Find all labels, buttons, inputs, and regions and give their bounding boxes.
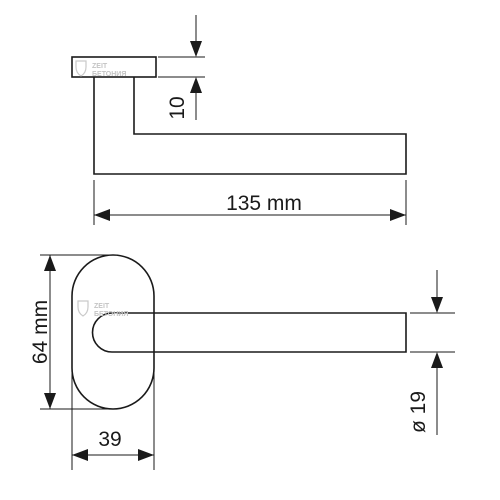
lever-front <box>91 312 407 353</box>
arrow-down-icon <box>190 41 202 57</box>
rosette-height-dimension: 64 mm <box>29 254 110 410</box>
watermark-top: ZEIT БЕТОНИЯ <box>75 60 126 78</box>
arrow-up-icon <box>431 352 443 368</box>
rosette-width-dimension: 39 <box>71 330 155 470</box>
rosette-width-label: 39 <box>98 428 121 451</box>
arrow-up-icon <box>190 77 202 93</box>
arrow-up-icon <box>44 255 56 271</box>
arrow-right-icon <box>138 449 154 461</box>
arrow-left-icon <box>94 209 110 221</box>
arrow-down-icon <box>431 297 443 313</box>
watermark-bottom-line: БЕТОНИЯ <box>92 71 126 78</box>
lever-length-dimension: 135 mm <box>93 180 407 225</box>
rosette-height-label: 64 mm <box>29 300 52 364</box>
side-view: 10 135 mm ZEIT БЕТОНИЯ <box>71 15 407 225</box>
watermark-bottom: ZEIT БЕТОНИЯ <box>77 300 128 318</box>
rosette-plate-side <box>71 56 157 78</box>
lever-diameter-dimension: ø 19 <box>407 270 455 435</box>
watermark-bottom-line: БЕТОНИЯ <box>94 311 128 318</box>
rosette-oval-front <box>71 254 155 410</box>
arrow-right-icon <box>390 209 406 221</box>
shield-icon <box>77 300 89 317</box>
shield-icon <box>75 60 87 77</box>
lever-diameter-label: ø 19 <box>407 391 430 433</box>
watermark-top-line: ZEIT <box>92 63 108 70</box>
rosette-thickness-dimension: 10 <box>158 15 205 120</box>
arrow-left-icon <box>72 449 88 461</box>
front-view: 64 mm 39 ø 19 ZEIT БЕТОНИЯ <box>29 254 455 470</box>
watermark-top-line: ZEIT <box>94 303 110 310</box>
lever-profile-side <box>93 77 407 175</box>
arrow-down-icon <box>44 393 56 409</box>
rosette-thickness-label: 10 <box>166 96 189 119</box>
lever-length-label: 135 mm <box>226 192 302 215</box>
